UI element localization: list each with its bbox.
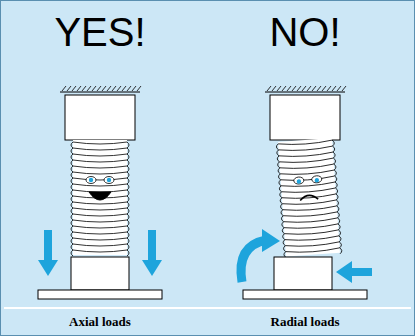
heading-label: YES! [54, 10, 145, 54]
happy-bellows [38, 86, 162, 299]
divider-line [4, 307, 411, 309]
moment-arrowhead [262, 229, 280, 252]
caption-label: Radial loads [271, 314, 340, 330]
caption-label: Axial loads [69, 314, 131, 330]
axial-arrow [38, 230, 58, 276]
axial-arrow [142, 230, 162, 276]
radial-arrow [336, 261, 372, 283]
heading-label: NO! [269, 10, 340, 54]
